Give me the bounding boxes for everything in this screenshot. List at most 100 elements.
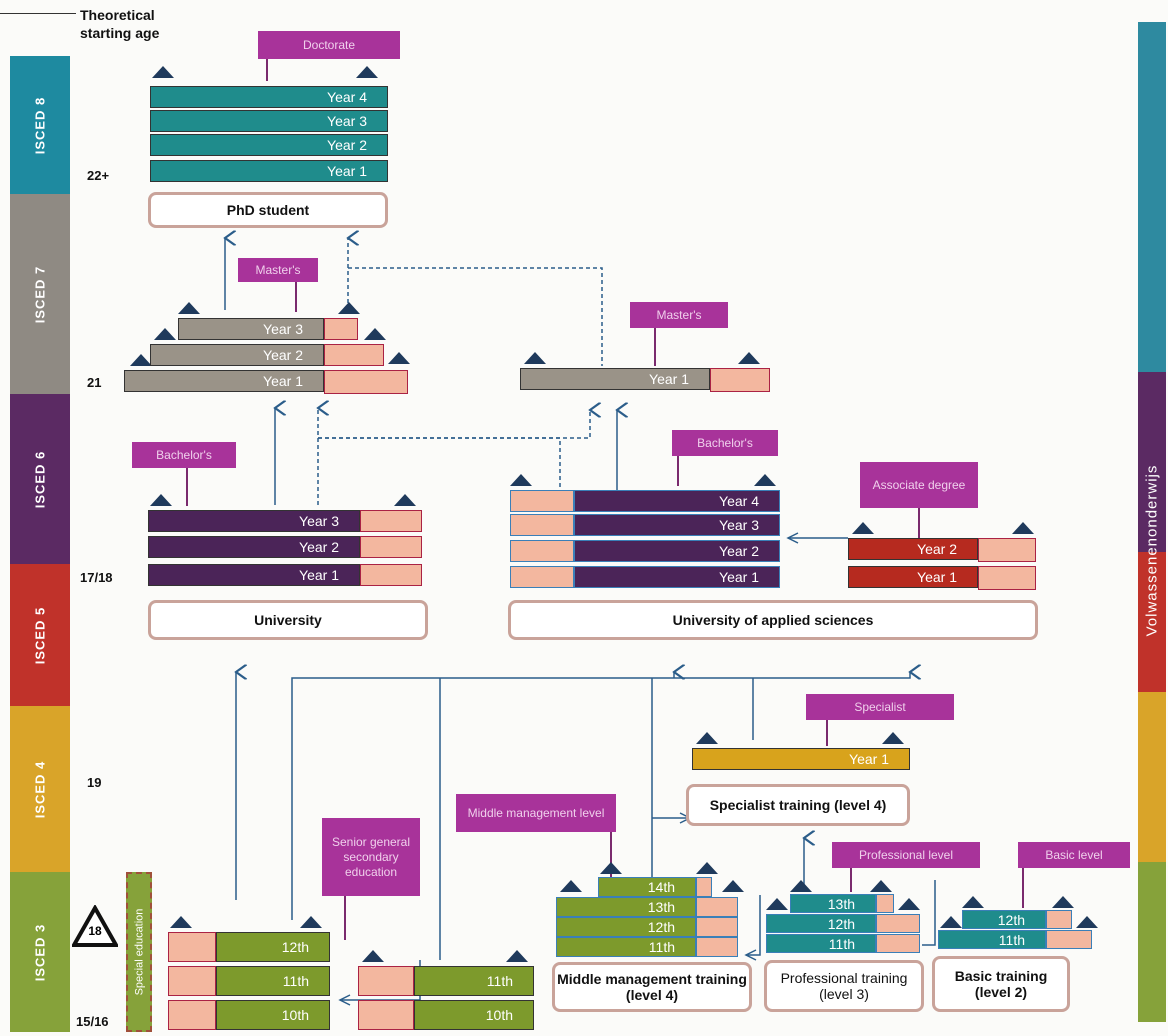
adult-education-bar-3 xyxy=(1138,552,1166,692)
basic-tag: Basic level xyxy=(1018,842,1130,868)
middle-mgmt-year-12: 12th xyxy=(556,917,696,937)
middle-mgmt-pink-14 xyxy=(696,877,712,897)
associate-pink-1 xyxy=(978,566,1036,590)
basic-year-11: 11th xyxy=(938,930,1046,949)
age-21: 21 xyxy=(87,375,102,390)
univ-bachelor-year-3: Year 3 xyxy=(148,510,360,532)
univ-bachelor-stem xyxy=(186,468,188,506)
middle-mgmt-roof-4 xyxy=(722,880,744,892)
havo-roof-left xyxy=(170,916,192,928)
senior-general-stem xyxy=(344,896,346,940)
basic-stem xyxy=(1022,868,1024,908)
basic-roof-3 xyxy=(1052,896,1074,908)
age-18-badge: 18 xyxy=(88,924,102,938)
adult-education-bar-5 xyxy=(1138,862,1166,1022)
age-15-16: 15/16 xyxy=(76,1014,109,1029)
professional-pink-12 xyxy=(876,914,920,933)
adult-education-bar-2 xyxy=(1138,372,1166,552)
professional-roof-1 xyxy=(790,880,812,892)
second-year-10: 10th xyxy=(414,1000,534,1030)
uas-bachelor-year-1: Year 1 xyxy=(574,566,780,588)
associate-stem xyxy=(918,508,920,538)
doctorate-year-3: Year 3 xyxy=(150,110,388,132)
associate-year-2: Year 2 xyxy=(848,538,978,560)
adult-education-bar-4 xyxy=(1138,692,1166,862)
professional-roof-4 xyxy=(898,898,920,910)
second-pink-11 xyxy=(358,966,414,996)
uas-master-roof-left xyxy=(524,352,546,364)
middle-mgmt-year-11: 11th xyxy=(556,937,696,957)
basic-pink-11 xyxy=(1046,930,1092,949)
age-17-18: 17/18 xyxy=(80,570,113,585)
uas-bachelor-tag: Bachelor's xyxy=(672,430,778,456)
theoretical-age-title: Theoretical starting age xyxy=(80,7,160,41)
isced-band-3: ISCED 3 xyxy=(10,872,70,1032)
doctorate-year-2: Year 2 xyxy=(150,134,388,156)
univ-bachelor-pink-1 xyxy=(360,564,422,586)
professional-year-11: 11th xyxy=(766,934,876,953)
middle-mgmt-pink-12 xyxy=(696,917,738,937)
uas-box: University of applied sciences xyxy=(508,600,1038,640)
university-box: University xyxy=(148,600,428,640)
doctorate-roof-right xyxy=(356,66,378,78)
specialist-year-1: Year 1 xyxy=(692,748,910,770)
middle-mgmt-roof-2 xyxy=(560,880,582,892)
uas-bachelor-roof-left xyxy=(510,474,532,486)
associate-roof-right xyxy=(1012,522,1034,534)
middle-mgmt-pink-13 xyxy=(696,897,738,917)
uas-master-pink-1 xyxy=(710,368,770,392)
havo-pink-12 xyxy=(168,932,216,962)
univ-bachelor-tag: Bachelor's xyxy=(132,442,236,468)
second-pink-10 xyxy=(358,1000,414,1030)
univ-master-roof-6 xyxy=(388,352,410,364)
uas-bachelor-roof-right xyxy=(754,474,776,486)
title-underline xyxy=(0,13,76,14)
age-22-plus: 22+ xyxy=(87,168,110,183)
middle-mgmt-tag: Middle management level xyxy=(456,794,616,832)
univ-master-year-2: Year 2 xyxy=(150,344,324,366)
uas-master-roof-right xyxy=(738,352,760,364)
special-education-bar: Special education xyxy=(126,872,152,1032)
professional-box: Professional training (level 3) xyxy=(764,960,924,1012)
specialist-tag: Specialist xyxy=(806,694,954,720)
basic-year-12: 12th xyxy=(962,910,1046,929)
middle-mgmt-year-14: 14th xyxy=(598,877,696,897)
associate-pink-2 xyxy=(978,538,1036,562)
uas-bachelor-pink-3 xyxy=(510,514,574,536)
middle-mgmt-roof-3 xyxy=(696,862,718,874)
basic-roof-2 xyxy=(940,916,962,928)
isced-band-6: ISCED 6 xyxy=(10,394,70,564)
senior-general-tag: Senior general secondary education xyxy=(322,818,420,896)
isced-band-8: ISCED 8 xyxy=(10,56,70,194)
univ-master-year-3: Year 3 xyxy=(178,318,324,340)
second-year-11: 11th xyxy=(414,966,534,996)
univ-master-pink-2 xyxy=(324,344,384,366)
professional-year-13: 13th xyxy=(790,894,876,913)
professional-pink-13 xyxy=(876,894,894,913)
univ-master-pink-1 xyxy=(324,370,408,394)
basic-box: Basic training (level 2) xyxy=(932,956,1070,1012)
basic-roof-1 xyxy=(962,896,984,908)
havo-pink-11 xyxy=(168,966,216,996)
specialist-roof-right xyxy=(882,732,904,744)
havo-year-11: 11th xyxy=(216,966,330,996)
middle-mgmt-box: Middle management training (level 4) xyxy=(552,962,752,1012)
univ-master-roof-5 xyxy=(364,328,386,340)
univ-master-roof-4 xyxy=(338,302,360,314)
univ-master-year-1: Year 1 xyxy=(124,370,324,392)
professional-year-12: 12th xyxy=(766,914,876,933)
uas-bachelor-stem xyxy=(677,456,679,486)
professional-pink-11 xyxy=(876,934,920,953)
uas-bachelor-year-4: Year 4 xyxy=(574,490,780,512)
havo-roof-right xyxy=(300,916,322,928)
univ-bachelor-roof-right xyxy=(394,494,416,506)
professional-tag: Professional level xyxy=(832,842,980,868)
middle-mgmt-year-13: 13th xyxy=(556,897,696,917)
univ-master-roof-2 xyxy=(154,328,176,340)
univ-bachelor-year-1: Year 1 xyxy=(148,564,360,586)
doctorate-year-1: Year 1 xyxy=(150,160,388,182)
middle-mgmt-stem xyxy=(610,832,612,878)
professional-stem xyxy=(850,868,852,892)
univ-master-roof-3 xyxy=(130,354,152,366)
